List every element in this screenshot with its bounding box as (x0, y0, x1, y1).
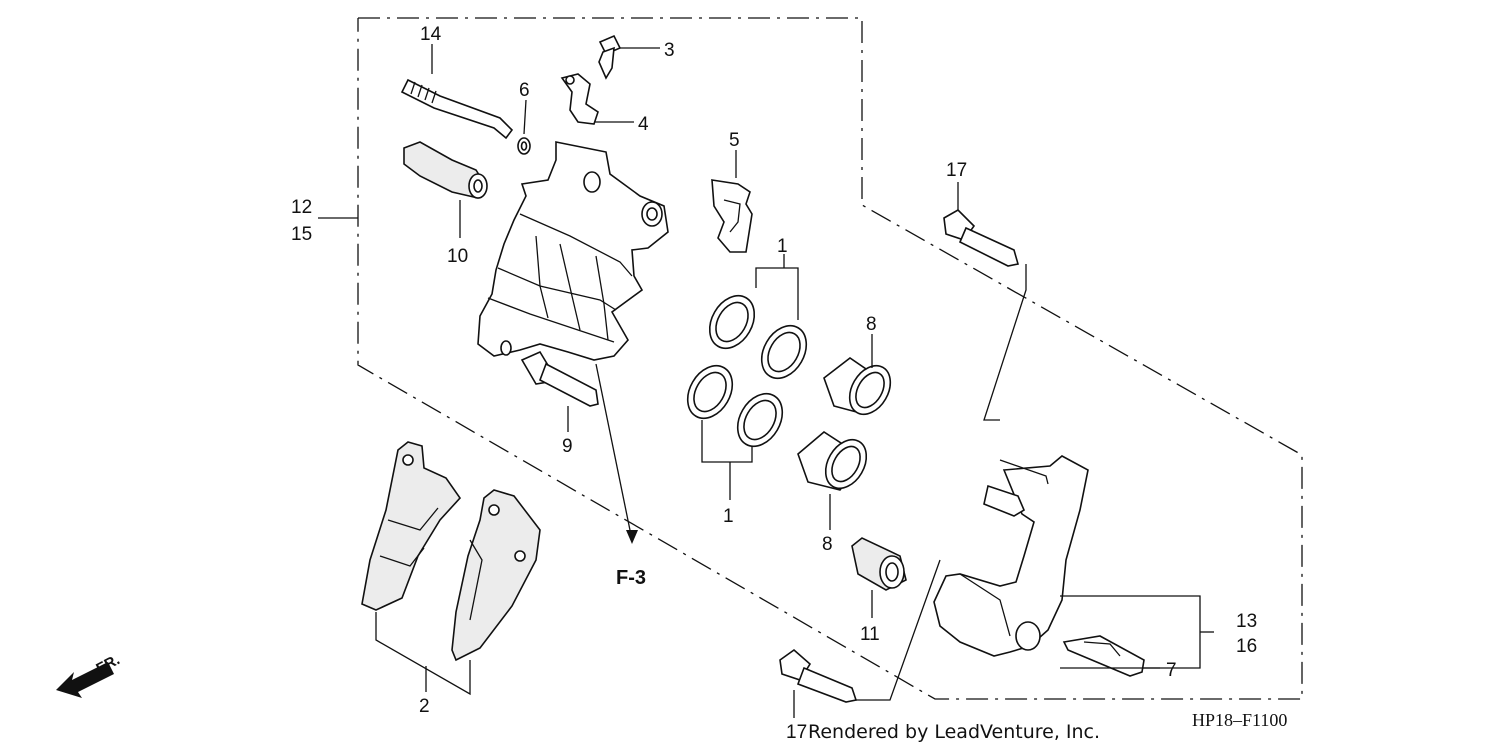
callout-16: 16 (1236, 636, 1257, 657)
callout-11: 11 (860, 624, 880, 645)
callout-17-upper: 17 (946, 160, 967, 181)
callout-9: 9 (562, 436, 573, 457)
cross-reference-label: F-3 (616, 567, 646, 589)
callout-8-lower: 8 (822, 534, 833, 555)
part-caliper-body (477, 141, 669, 361)
part-pistons (797, 357, 892, 491)
callout-10: 10 (447, 246, 468, 267)
leader-lines (318, 44, 1214, 718)
part-o-ring (517, 137, 531, 155)
callout-5: 5 (729, 130, 740, 151)
part-bracket-bolt-lower (779, 648, 858, 703)
callout-2: 2 (419, 696, 430, 717)
part-caliper-bracket (933, 455, 1089, 657)
callout-13: 13 (1236, 611, 1257, 632)
part-pin-boot (403, 141, 488, 199)
part-bleed-screw (598, 34, 622, 80)
callout-4: 4 (638, 114, 649, 135)
part-pad-spring (711, 179, 753, 253)
callout-1-lower: 1 (723, 506, 734, 527)
front-direction-arrow-icon (56, 662, 114, 698)
callout-3: 3 (664, 40, 675, 61)
part-brake-pads (361, 441, 541, 662)
callout-7: 7 (1166, 660, 1177, 681)
callout-15: 15 (291, 224, 312, 245)
cross-reference-arrow (626, 530, 638, 544)
part-pad-retainer (1062, 635, 1145, 677)
part-piston-seals (686, 294, 808, 448)
callout-1-upper: 1 (777, 236, 788, 257)
callout-8-upper: 8 (866, 314, 877, 335)
callout-17-lower: 17 (786, 722, 807, 743)
callout-12: 12 (291, 197, 312, 218)
part-bracket-bolt-upper (943, 209, 1020, 267)
credit-text: Rendered by LeadVenture, Inc. (808, 721, 1100, 743)
part-bleeder-bracket (560, 73, 599, 125)
part-caliper-bolt (520, 350, 599, 407)
callout-6: 6 (519, 80, 530, 101)
part-slide-pin (400, 78, 514, 140)
reference-code: HP18–F1100 (1192, 710, 1287, 730)
callout-14: 14 (420, 24, 442, 45)
callout-labels: 1 1 2 3 4 5 6 7 8 8 9 10 11 12 13 14 15 … (291, 24, 1257, 743)
part-bracket-boot (851, 537, 907, 591)
